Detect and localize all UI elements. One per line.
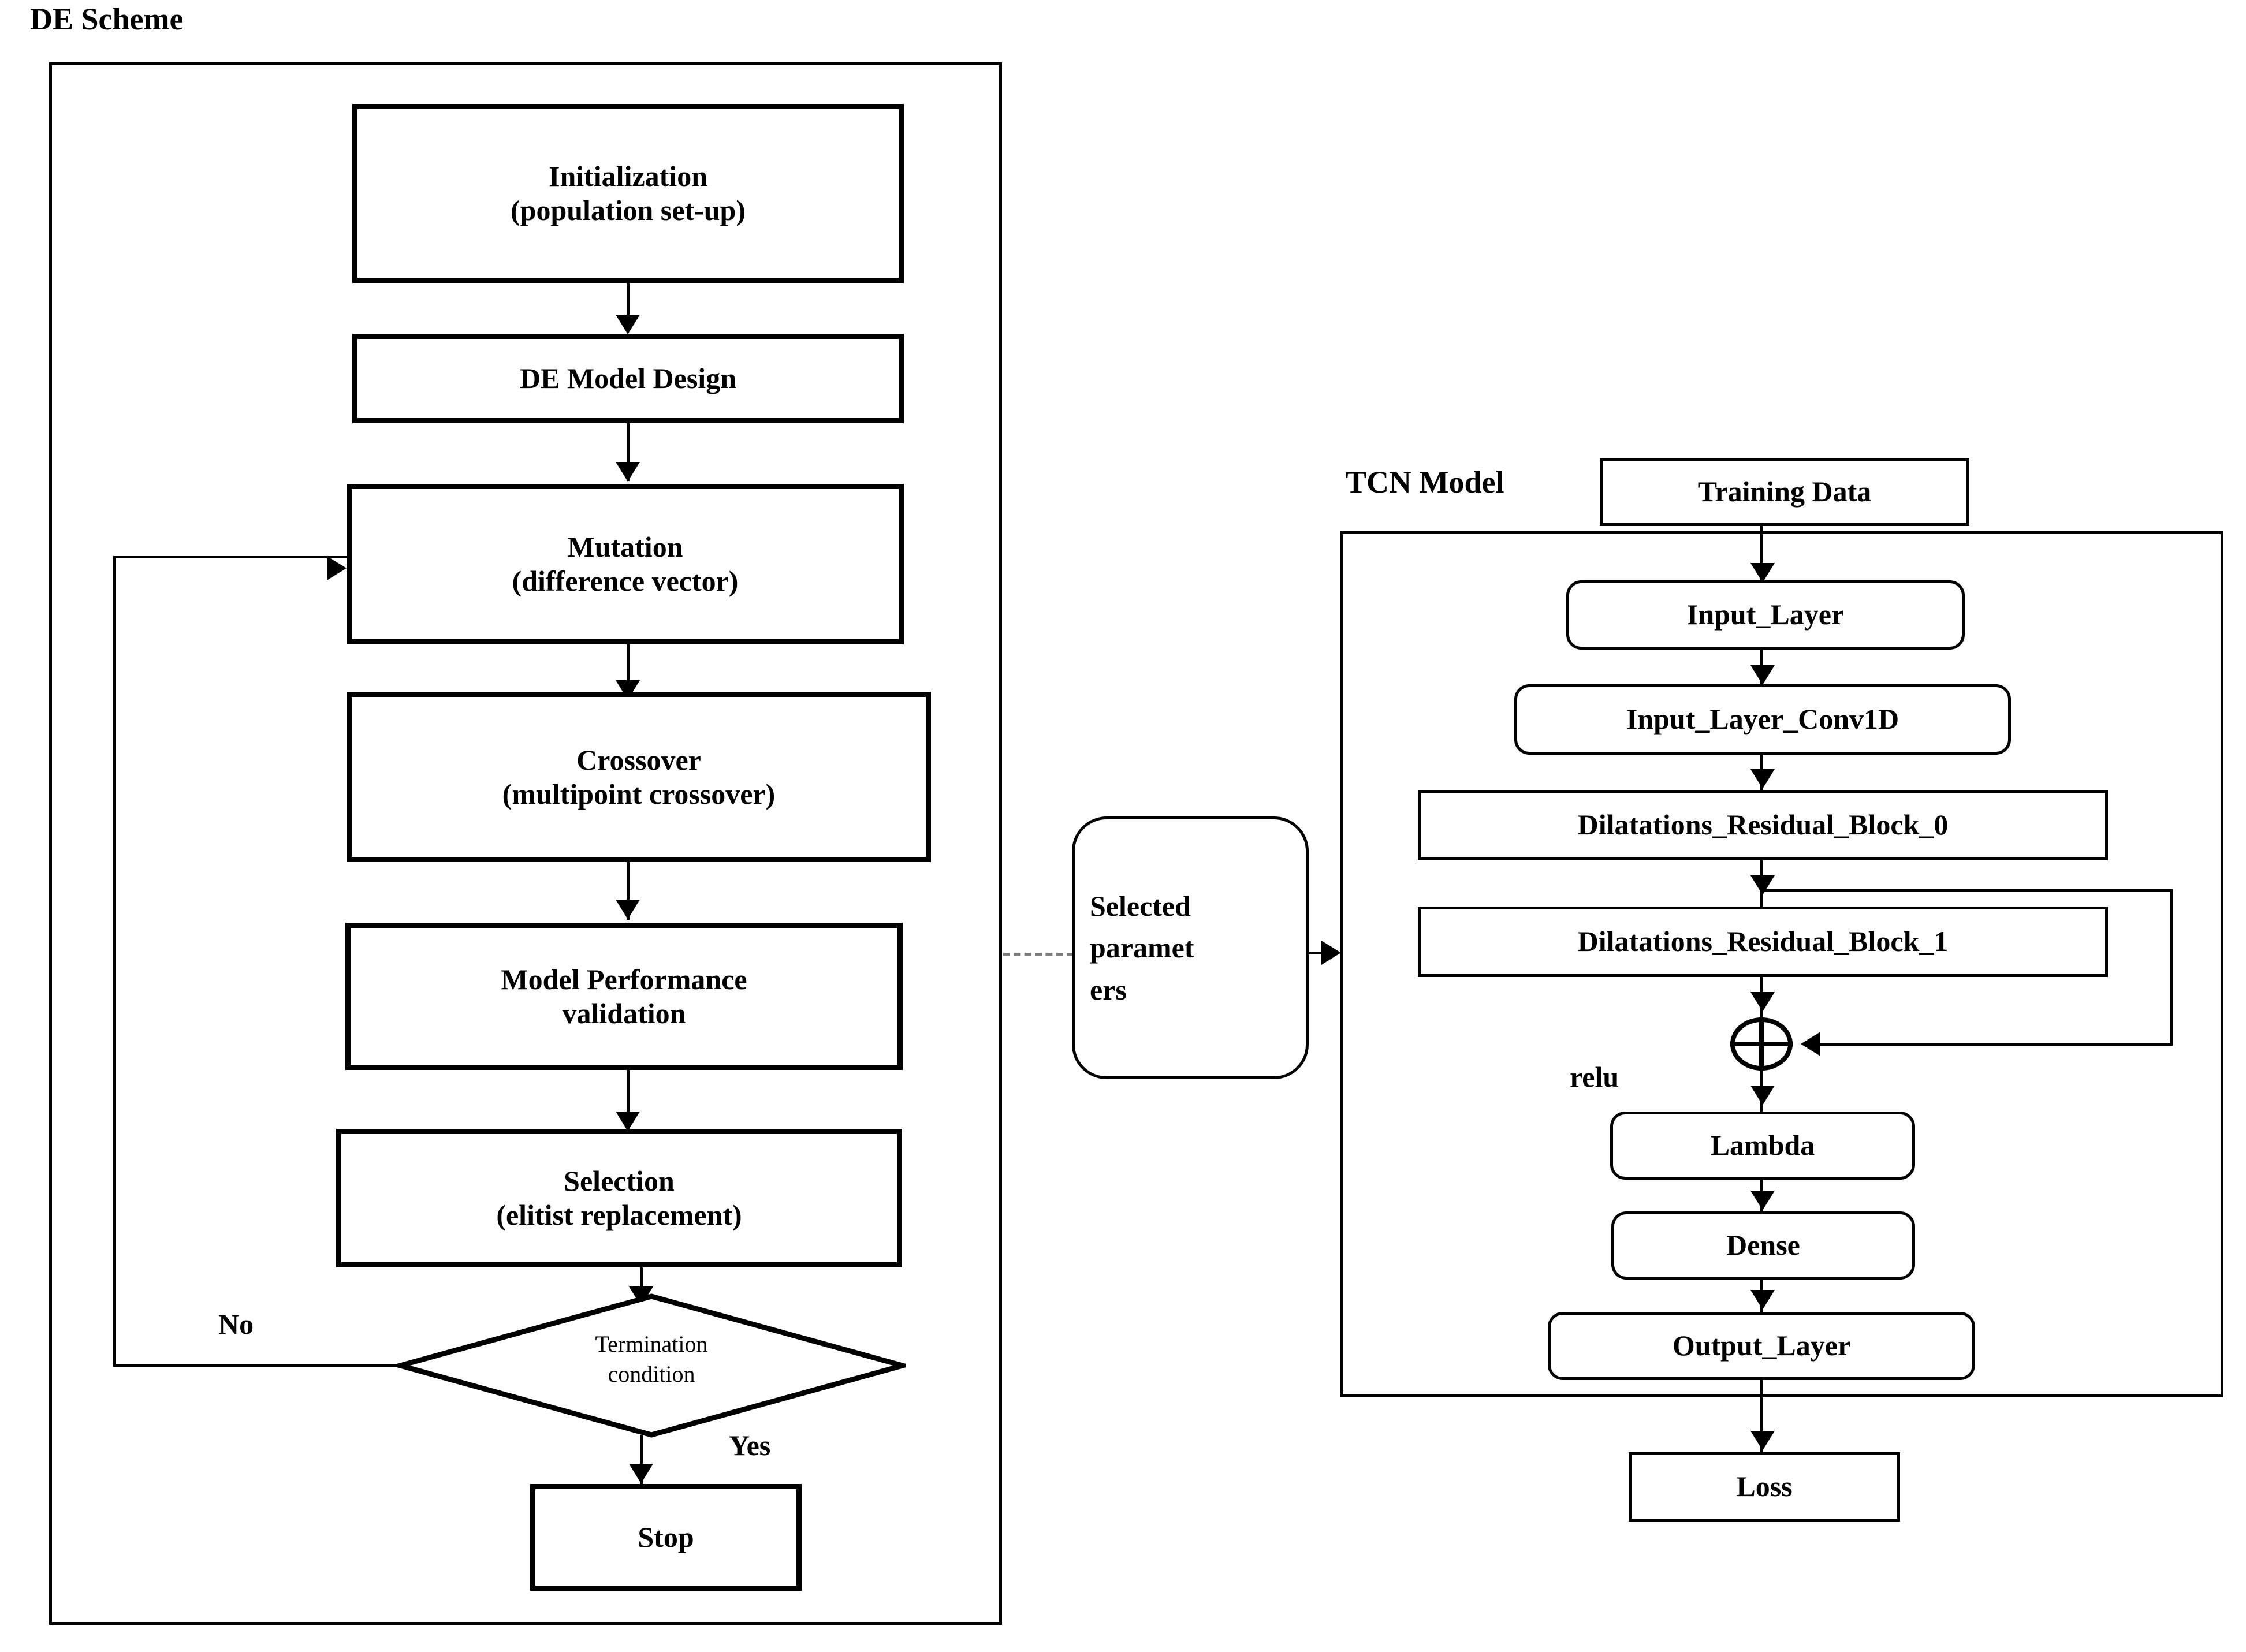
arrowhead-validation-to-selection xyxy=(616,1112,640,1131)
connector-de-to-parameters-dashed xyxy=(1003,953,1074,956)
arrowhead-decision-to-stop xyxy=(629,1464,653,1483)
edge-label-yes: Yes xyxy=(729,1429,771,1461)
arrowhead-block0-to-block1 xyxy=(1750,875,1775,895)
node-mutation-line1: Mutation xyxy=(567,531,683,563)
arrowhead-block1-to-sum xyxy=(1750,992,1775,1012)
arrowhead-feedback-no xyxy=(327,556,347,580)
arrowhead-skip-connection xyxy=(1801,1032,1820,1056)
node-selected-parameters[interactable]: Selected paramet ers xyxy=(1072,816,1309,1079)
node-mutation-line2: (difference vector) xyxy=(512,565,739,597)
node-de-model-design-line1: DE Model Design xyxy=(520,362,736,394)
node-mutation[interactable]: Mutation (difference vector) xyxy=(347,484,904,644)
selected-parameters-line1: Selected xyxy=(1090,889,1191,922)
skip-connection-right xyxy=(2170,889,2173,1045)
node-lambda-label: Lambda xyxy=(1710,1129,1815,1162)
arrowhead-training-to-input xyxy=(1750,563,1775,583)
node-stop[interactable]: Stop xyxy=(530,1484,802,1591)
node-loss[interactable]: Loss xyxy=(1629,1452,1900,1522)
node-termination-condition[interactable]: Termination condition xyxy=(397,1293,906,1438)
node-validation-line1: Model Performance xyxy=(501,963,747,995)
feedback-no-vertical xyxy=(113,556,116,1366)
connector-design-to-mutation xyxy=(627,423,630,481)
node-input-layer-conv1d-label: Input_Layer_Conv1D xyxy=(1626,703,1899,736)
node-crossover[interactable]: Crossover (multipoint crossover) xyxy=(347,692,931,862)
connector-training-to-input xyxy=(1760,526,1763,592)
plus-circle-icon xyxy=(1727,1016,1796,1072)
node-de-model-design[interactable]: DE Model Design xyxy=(352,334,904,423)
node-selection-line1: Selection xyxy=(564,1165,675,1197)
node-dense-label: Dense xyxy=(1726,1229,1800,1262)
node-selection-line2: (elitist replacement) xyxy=(496,1199,742,1231)
connector-parameters-to-tcn xyxy=(1309,952,1333,954)
arrowhead-conv1d-to-block0 xyxy=(1750,769,1775,789)
de-scheme-panel xyxy=(49,62,1002,1625)
node-residual-block-1-label: Dilatations_Residual_Block_1 xyxy=(1577,925,1949,958)
node-output-layer-label: Output_Layer xyxy=(1672,1329,1851,1362)
connector-mutation-to-crossover xyxy=(627,644,630,701)
connector-validation-to-selection xyxy=(627,1070,630,1136)
selected-parameters-line2: paramet xyxy=(1090,931,1194,964)
connector-crossover-to-validation xyxy=(627,862,630,920)
arrowhead-dense-to-output xyxy=(1750,1290,1775,1310)
arrowhead-output-to-loss xyxy=(1750,1431,1775,1450)
connector-init-to-design xyxy=(627,283,630,331)
node-loss-label: Loss xyxy=(1736,1470,1793,1503)
skip-connection-bottom xyxy=(1813,1043,2173,1046)
node-model-performance-validation[interactable]: Model Performance validation xyxy=(345,923,903,1070)
node-lambda[interactable]: Lambda xyxy=(1610,1112,1915,1180)
decision-line2: condition xyxy=(608,1361,695,1387)
de-scheme-caption: DE Scheme xyxy=(30,2,184,36)
arrowhead-input-to-conv1d xyxy=(1750,665,1775,685)
node-crossover-line2: (multipoint crossover) xyxy=(502,777,776,810)
skip-connection-top xyxy=(1761,889,2173,892)
node-crossover-line1: Crossover xyxy=(576,743,701,776)
node-initialization-line1: Initialization xyxy=(548,160,708,192)
feedback-no-horizontal-top xyxy=(113,556,347,558)
selected-parameters-line3: ers xyxy=(1090,973,1127,1006)
node-residual-block-0-label: Dilatations_Residual_Block_0 xyxy=(1577,808,1949,841)
arrowhead-lambda-to-dense xyxy=(1750,1191,1775,1210)
arrowhead-sum-to-lambda xyxy=(1750,1086,1775,1105)
node-input-layer-conv1d[interactable]: Input_Layer_Conv1D xyxy=(1514,684,2011,755)
edge-label-no: No xyxy=(218,1308,254,1340)
feedback-no-horizontal-bottom xyxy=(113,1364,402,1367)
arrowhead-design-to-mutation xyxy=(616,462,640,482)
node-training-data[interactable]: Training Data xyxy=(1600,458,1969,526)
node-selection[interactable]: Selection (elitist replacement) xyxy=(336,1129,902,1267)
connector-output-to-loss xyxy=(1760,1380,1763,1455)
node-input-layer-label: Input_Layer xyxy=(1686,598,1845,631)
decision-line1: Termination xyxy=(595,1331,708,1357)
arrowhead-crossover-to-validation xyxy=(616,900,640,919)
arrowhead-parameters-to-tcn xyxy=(1321,941,1341,965)
node-output-layer[interactable]: Output_Layer xyxy=(1548,1312,1975,1380)
activation-label-relu: relu xyxy=(1570,1061,1619,1093)
tcn-model-panel xyxy=(1340,531,2223,1397)
node-termination-condition-text: Termination condition xyxy=(397,1329,906,1389)
node-residual-block-1[interactable]: Dilatations_Residual_Block_1 xyxy=(1418,907,2108,977)
node-input-layer[interactable]: Input_Layer xyxy=(1566,580,1965,650)
node-training-data-label: Training Data xyxy=(1697,475,1872,508)
connector-decision-to-stop xyxy=(640,1435,643,1490)
node-stop-label: Stop xyxy=(638,1521,694,1553)
node-validation-line2: validation xyxy=(562,997,686,1030)
node-dense[interactable]: Dense xyxy=(1611,1211,1915,1280)
node-initialization-line2: (population set-up) xyxy=(510,194,746,226)
tcn-model-caption: TCN Model xyxy=(1346,465,1504,499)
node-initialization[interactable]: Initialization (population set-up) xyxy=(352,104,904,283)
arrowhead-init-to-design xyxy=(616,315,640,334)
node-residual-block-0[interactable]: Dilatations_Residual_Block_0 xyxy=(1418,790,2108,860)
